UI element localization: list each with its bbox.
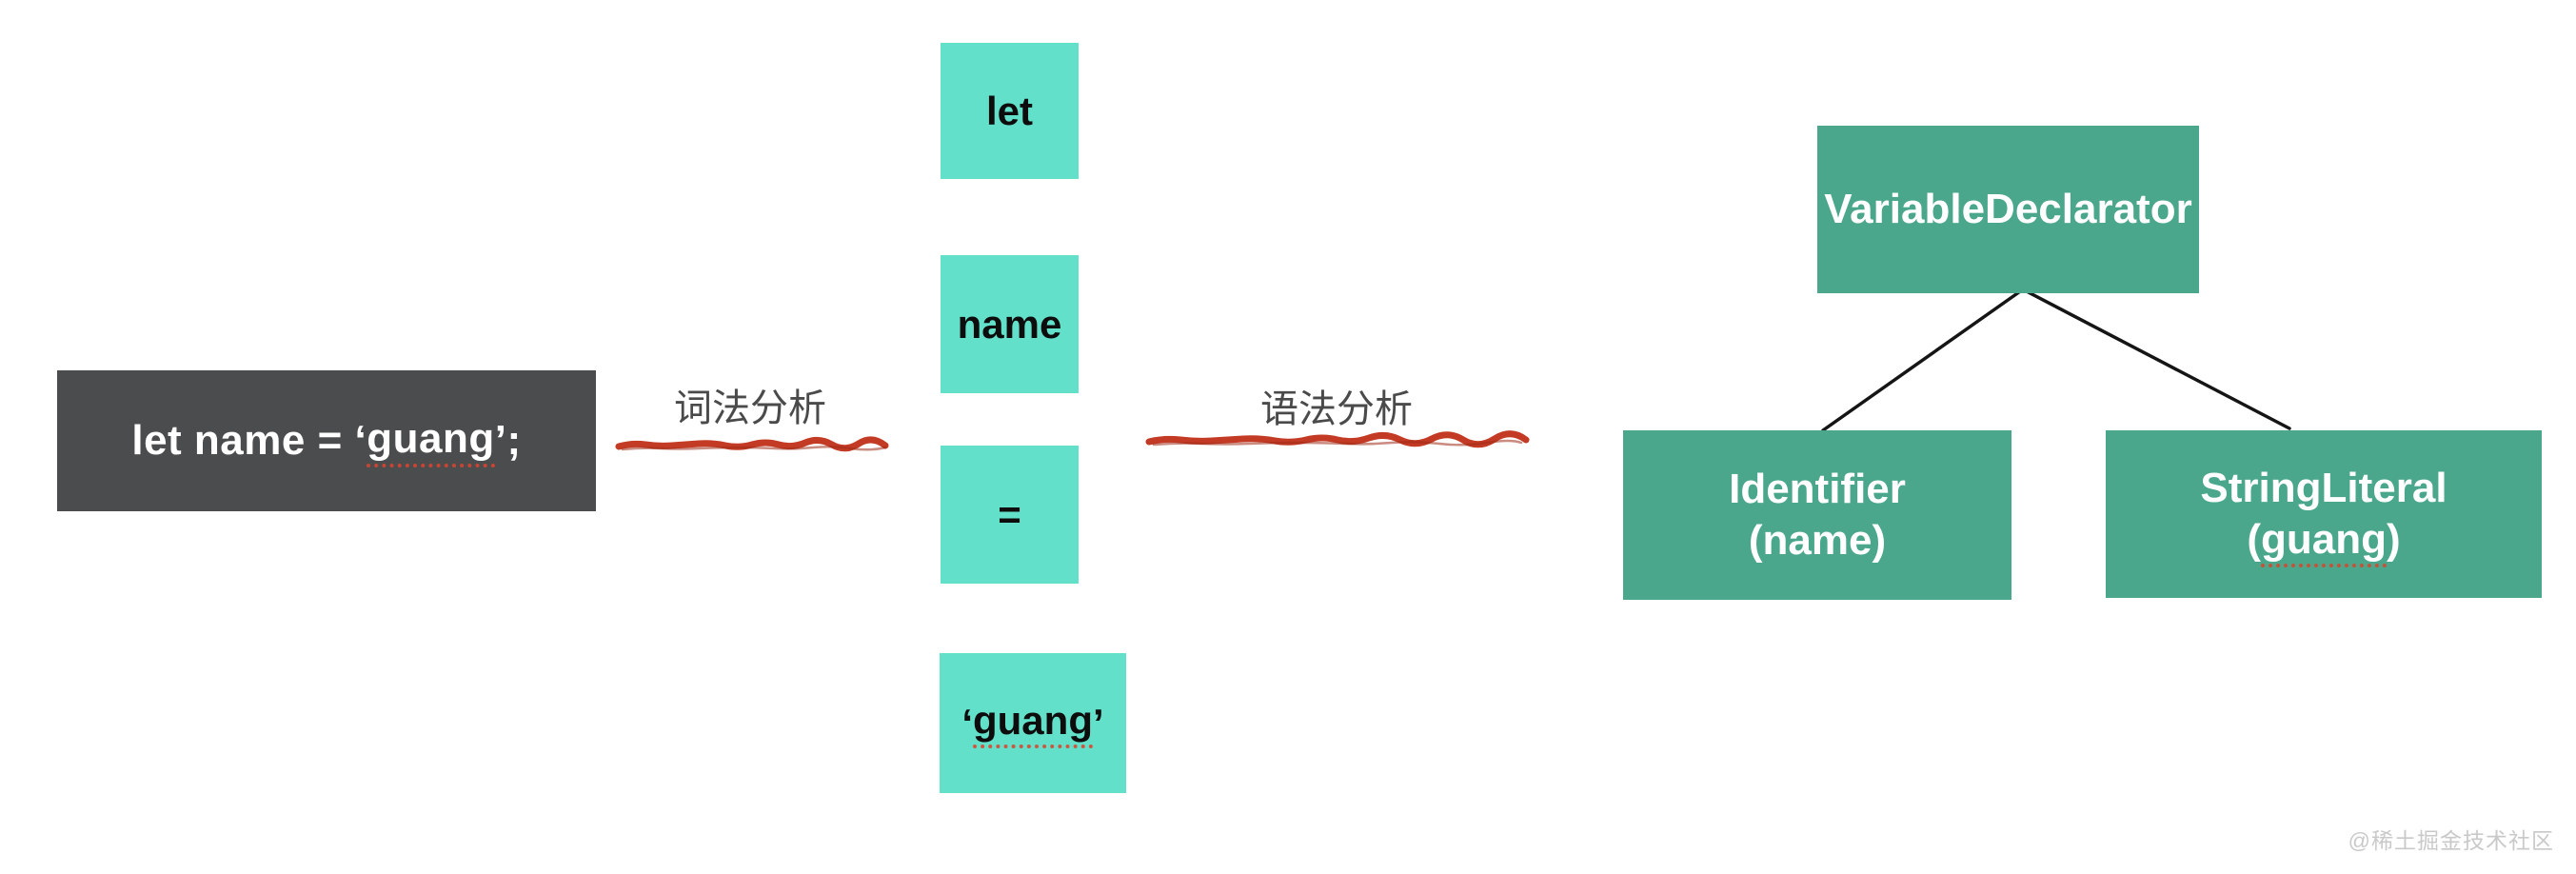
source-code-prefix: let name = ‘ [131,417,367,464]
watermark: @稀土掘金技术社区 [2348,828,2554,853]
token-name: name [941,255,1079,393]
ast-node-variable-declarator: VariableDeclarator [1817,126,2199,293]
string-literal-value-word-underlined: guang [2261,516,2387,567]
source-code-box: let name = ‘guang’; [57,370,596,511]
lexical-underline-stroke [615,436,889,452]
source-code-suffix: ’; [494,417,522,464]
syntax-underline-texture [1152,439,1523,447]
syntax-analysis-label: 语法分析 [1260,388,1413,430]
string-literal-paren-open: ( [2247,516,2261,563]
token-equals: = [941,446,1079,584]
identifier-value-word: name [1762,517,1873,564]
token-guang-open-quote: ‘ [961,700,973,745]
lexical-underline-texture [621,445,887,451]
ast-node-string-literal-value: (guang) [2247,514,2401,567]
identifier-paren-open: ( [1748,517,1763,564]
ast-node-identifier-type: Identifier [1729,466,1906,512]
tree-connector-left-line [1821,288,2025,432]
token-name-word: name [957,301,1062,347]
ast-node-string-literal: StringLiteral (guang) [2106,430,2542,598]
lexical-analysis-label: 词法分析 [674,387,826,429]
token-let: let [941,43,1079,179]
string-literal-paren-close: ) [2386,516,2401,563]
ast-node-string-literal-type: StringLiteral [2200,465,2447,511]
token-equals-word: = [998,491,1021,537]
ast-node-identifier-value: (name) [1749,515,1886,566]
tree-connector-right-line [2021,288,2291,430]
identifier-paren-close: ) [1872,517,1887,564]
token-guang-word-underlined: guang [973,698,1093,748]
source-code-word-underlined: guang [367,415,495,467]
syntax-underline-stroke [1145,430,1530,448]
token-guang-close-quote: ’ [1092,700,1104,745]
ast-node-identifier: Identifier (name) [1623,430,2011,600]
token-let-word: let [985,88,1033,133]
token-string-guang: ‘guang’ [940,653,1126,793]
